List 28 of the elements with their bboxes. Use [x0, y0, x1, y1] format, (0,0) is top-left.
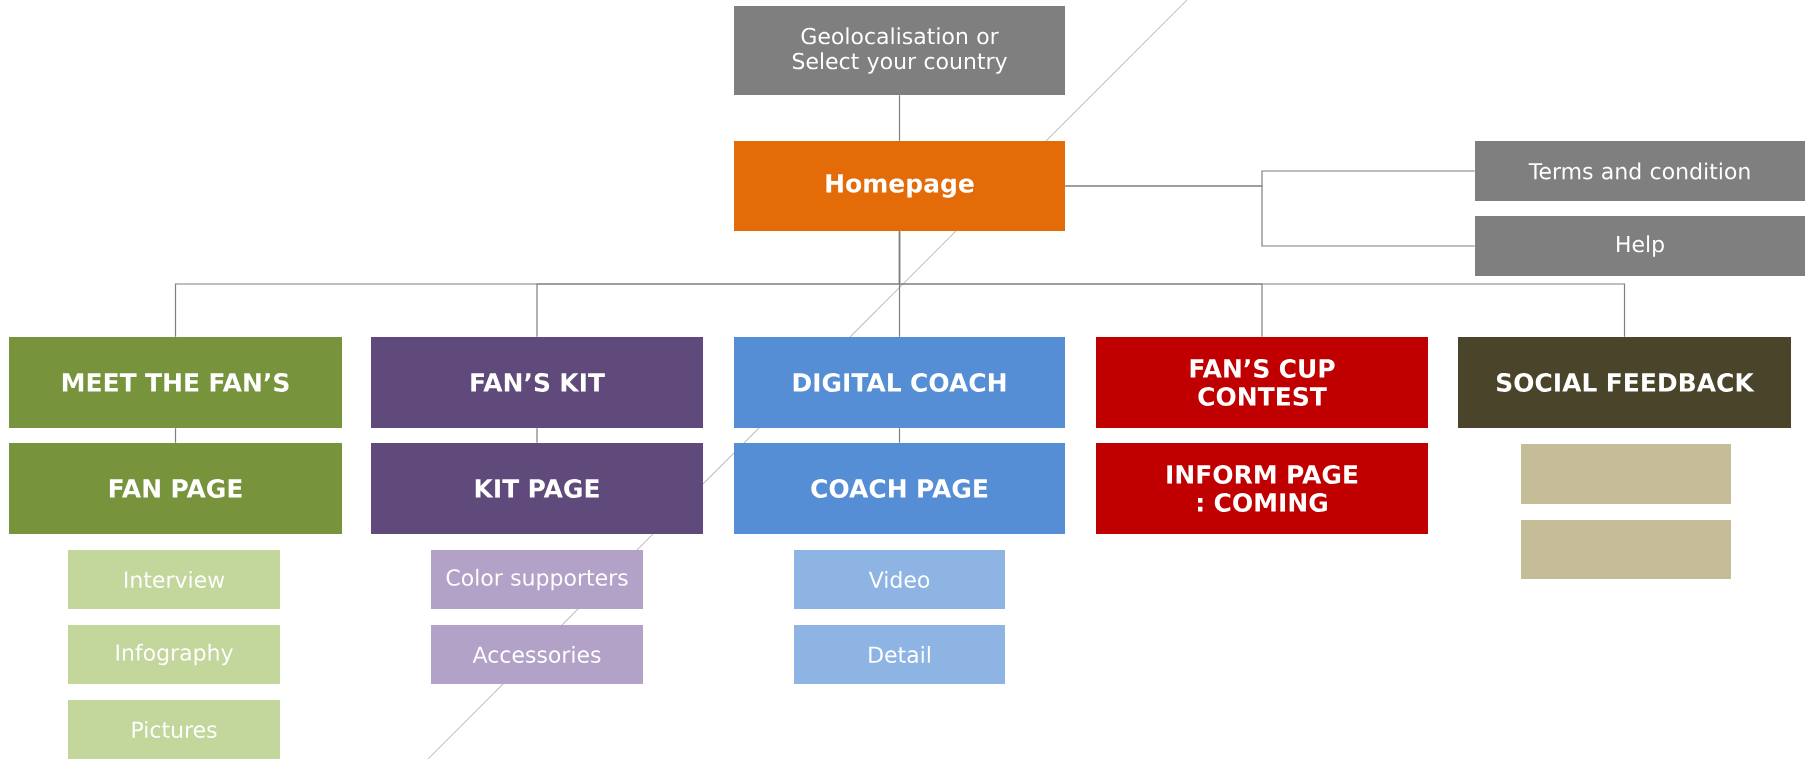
connector-line — [1064, 185, 1476, 247]
page-box: FAN’S KIT — [371, 337, 703, 428]
page-box: Video — [794, 550, 1005, 609]
page-box: Accessories — [431, 625, 643, 684]
page-box: DIGITAL COACH — [734, 337, 1065, 428]
page-box: Homepage — [734, 141, 1065, 231]
connector-line — [898, 427, 901, 444]
connector-line — [898, 230, 1626, 338]
page-box — [1521, 520, 1731, 579]
page-box: Infography — [68, 625, 280, 684]
page-box: Help — [1475, 216, 1805, 276]
page-box: FAN PAGE — [9, 443, 342, 534]
page-box: Interview — [68, 550, 280, 609]
connector-line — [174, 427, 177, 444]
page-box: COACH PAGE — [734, 443, 1065, 534]
page-box: Pictures — [68, 700, 280, 759]
page-box: SOCIAL FEEDBACK — [1458, 337, 1791, 428]
page-box: FAN’S CUP CONTEST — [1096, 337, 1428, 428]
page-box: Detail — [794, 625, 1005, 684]
page-box: Terms and condition — [1475, 141, 1805, 201]
page-box: INFORM PAGE : COMING — [1096, 443, 1428, 534]
connector-line — [536, 427, 538, 444]
page-box — [1521, 444, 1731, 504]
page-box: Color supporters — [431, 550, 643, 609]
page-box: KIT PAGE — [371, 443, 703, 534]
page-box: MEET THE FAN’S — [9, 337, 342, 428]
connector-line — [898, 94, 901, 142]
page-box: Geolocalisation or Select your country — [734, 6, 1065, 95]
